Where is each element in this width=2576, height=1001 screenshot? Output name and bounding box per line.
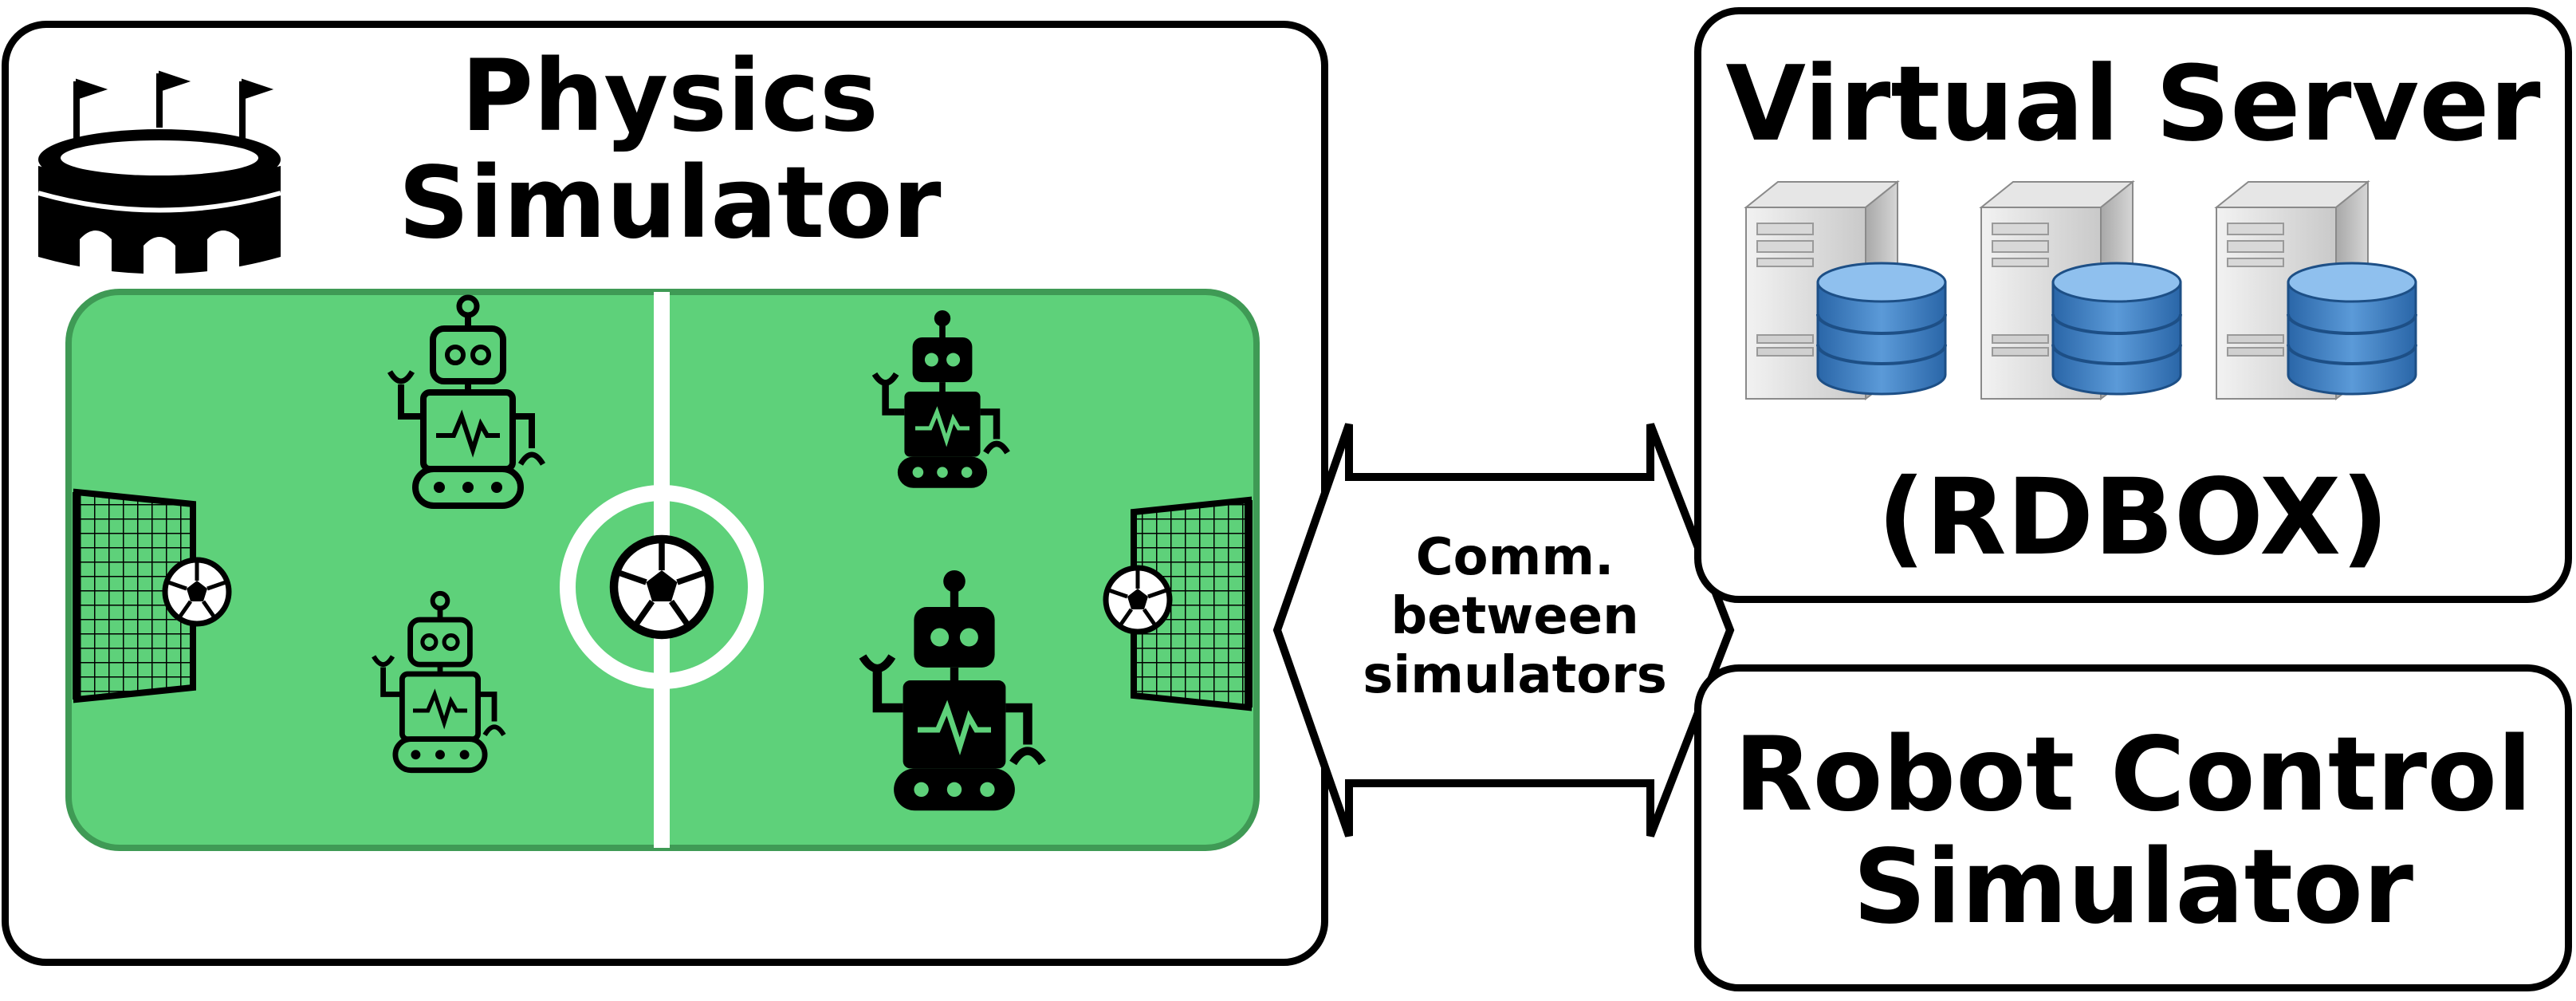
server-tower-icon-3 xyxy=(2215,180,2417,400)
communication-arrow xyxy=(1272,423,1735,837)
comm-label-line3: simulators xyxy=(1363,646,1667,706)
soccer-ball-icon-center xyxy=(609,534,714,640)
communication-label: Comm. between simulators xyxy=(1323,528,1706,706)
control-title-line1: Robot Control xyxy=(1734,715,2532,834)
soccer-ball-icon-right xyxy=(1106,568,1170,632)
soccer-ball-icon-left xyxy=(165,560,229,624)
server-tower-icon-1 xyxy=(1744,180,1947,400)
physics-title-line2: Simulator xyxy=(398,145,942,261)
comm-label-line2: between xyxy=(1390,587,1639,647)
soccer-field xyxy=(65,289,1260,851)
physics-simulator-title: Physics Simulator xyxy=(375,39,965,261)
goal-net-icon-left xyxy=(73,488,196,703)
server-tower-icon-2 xyxy=(1980,180,2182,400)
stadium-icon xyxy=(37,70,281,281)
robot-control-simulator-title: Robot Control Simulator xyxy=(1701,719,2565,944)
physics-title-line1: Physics xyxy=(461,39,879,154)
robot-control-simulator-box: Robot Control Simulator xyxy=(1694,664,2572,991)
virtual-server-title: Virtual Server xyxy=(1725,43,2541,164)
server-group xyxy=(1744,180,2417,400)
control-title-line2: Simulator xyxy=(1852,827,2414,947)
comm-label-line1: Comm. xyxy=(1415,528,1614,587)
virtual-server-subtitle: (RDBOX) xyxy=(1877,456,2389,579)
